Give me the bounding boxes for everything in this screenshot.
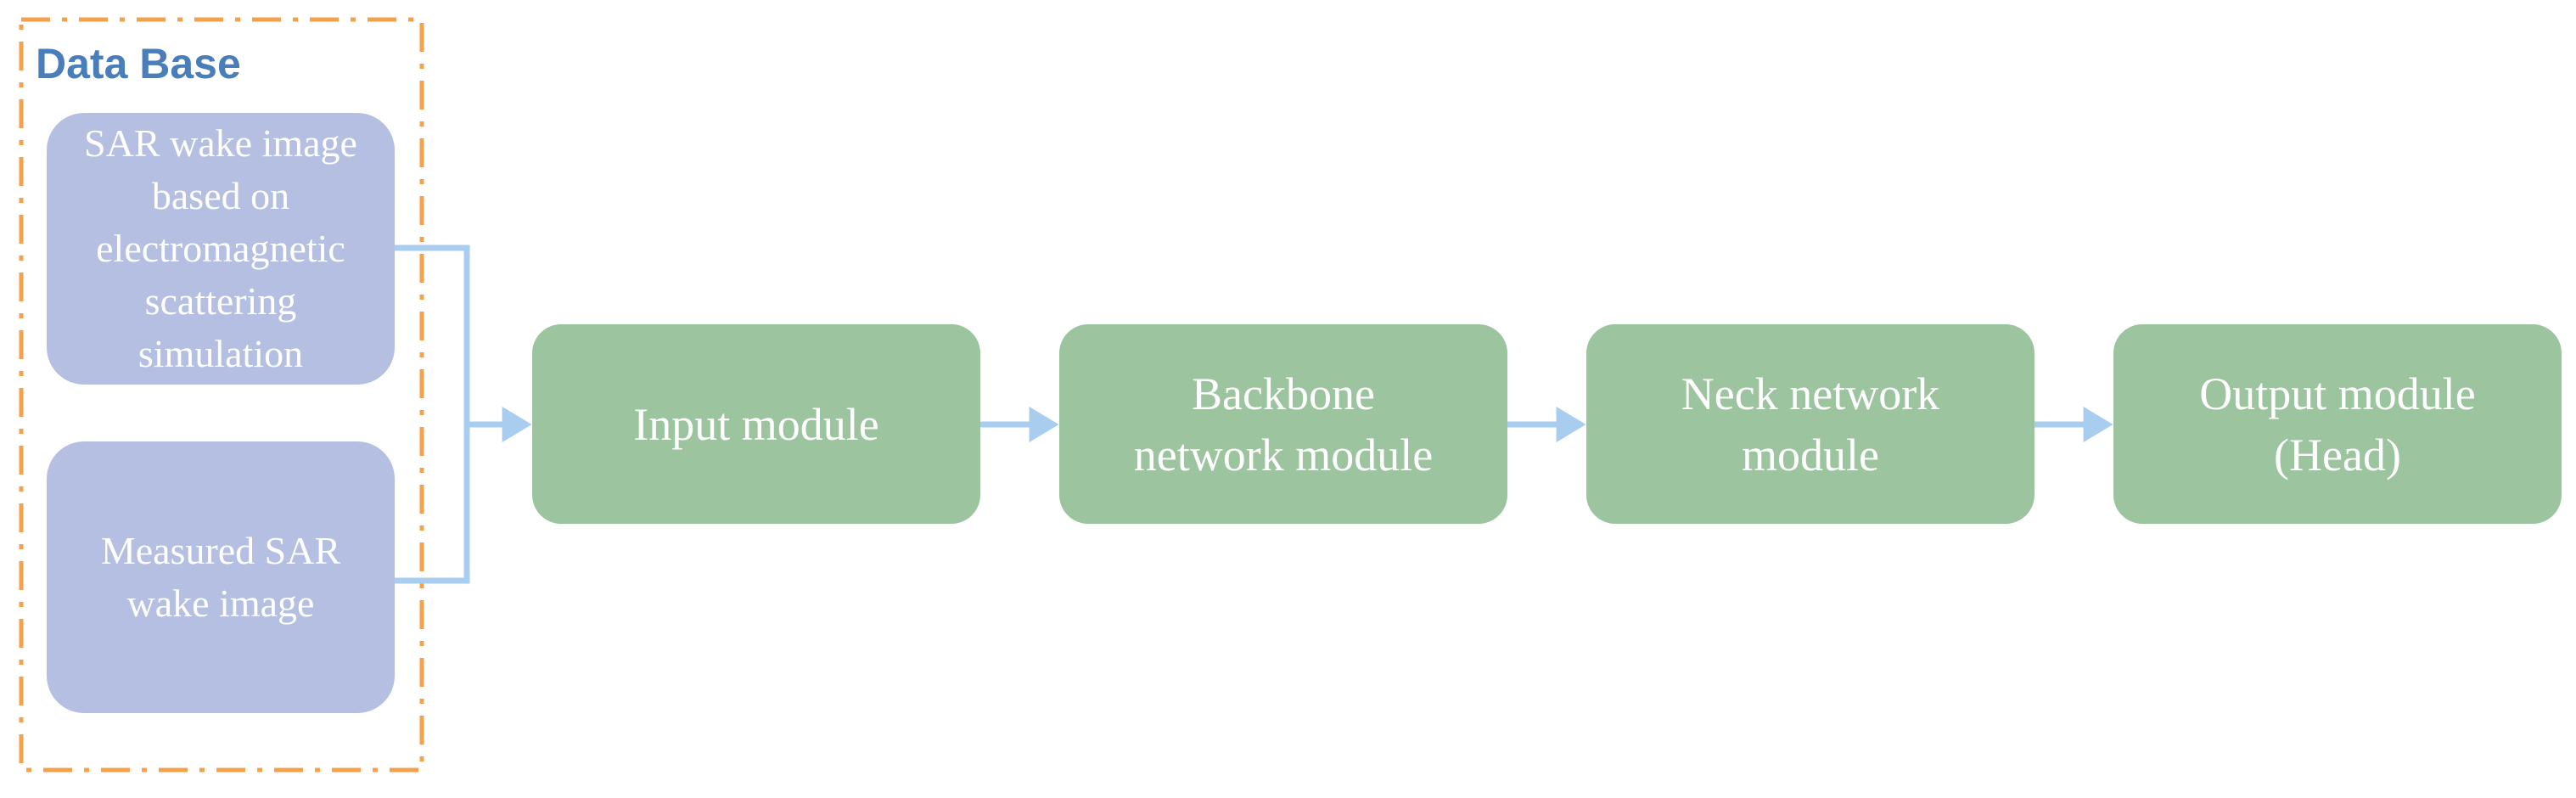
module-label: Output module (2199, 368, 2476, 419)
source-line: wake image (126, 582, 315, 625)
simulated-sar-image-box: SAR wake image based on electromagnetic … (47, 113, 395, 385)
module-label: (Head) (2274, 429, 2401, 480)
merge-bracket (395, 244, 470, 584)
module-label: Backbone (1192, 368, 1375, 419)
source-line: based on (151, 174, 290, 217)
source-line: scattering (144, 279, 297, 323)
database-title: Data Base (36, 40, 241, 87)
module-label: module (1742, 429, 1879, 480)
backbone-network-module-box: Backbone network module (1059, 324, 1507, 524)
source-line: Measured SAR (100, 529, 341, 572)
module-label: Neck network (1681, 368, 1940, 419)
source-line: simulation (137, 332, 304, 375)
database-frame (19, 17, 424, 773)
module-label: network module (1133, 429, 1434, 480)
database-frame-border (19, 17, 424, 773)
source-line: electromagnetic (96, 227, 345, 270)
output-module-box: Output module (Head) (2113, 324, 2562, 524)
input-module-box: Input module (532, 324, 980, 524)
measured-sar-image-box: Measured SAR wake image (47, 441, 395, 713)
module-label: Input module (633, 398, 879, 450)
neck-network-module-box: Neck network module (1586, 324, 2034, 524)
source-line: SAR wake image (84, 121, 357, 165)
